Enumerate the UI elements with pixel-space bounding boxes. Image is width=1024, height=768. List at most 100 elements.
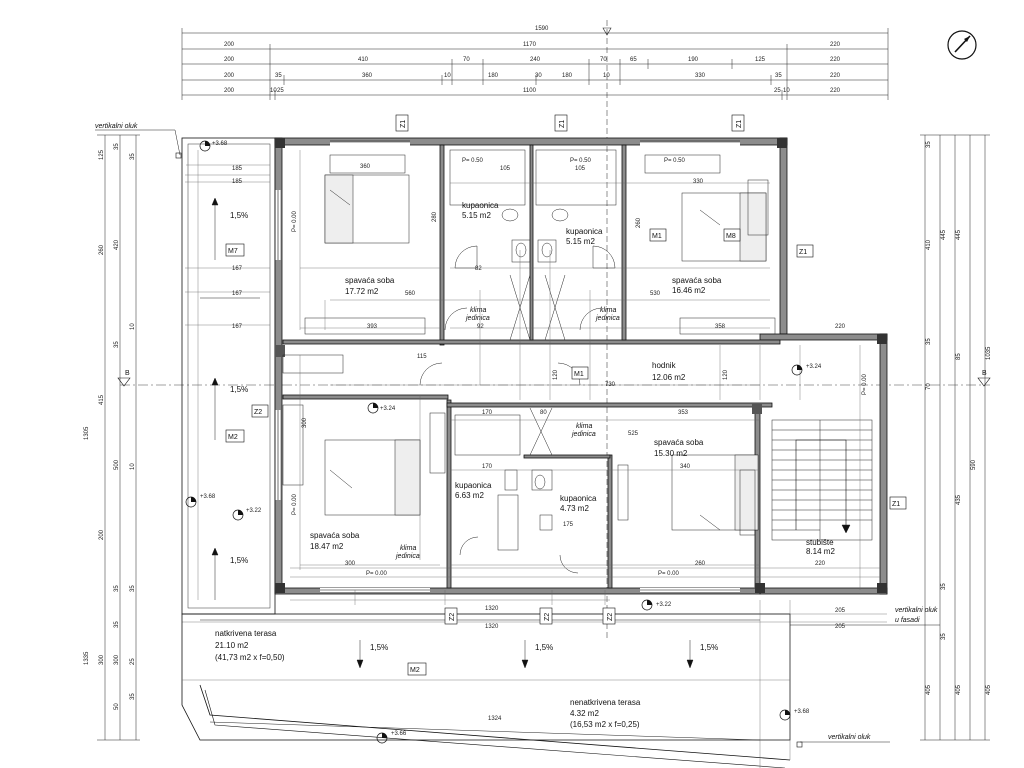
furniture-wardrobes — [282, 154, 776, 536]
gutter-note: vertikalni oluk — [828, 734, 871, 741]
dim-label: 82 — [475, 266, 482, 272]
room-name: spavaća soba — [310, 531, 360, 540]
dim-label: 10 — [130, 323, 136, 330]
dim-label: 220 — [830, 42, 841, 48]
p-label: P= 0.00 — [366, 571, 388, 577]
dim-label: 25 — [277, 88, 284, 94]
dim-label: 525 — [628, 431, 639, 437]
room-name: spavaća soba — [345, 276, 395, 285]
room-area: 15.30 m2 — [654, 449, 688, 458]
dim-label: 35 — [926, 141, 932, 148]
dim-label: 92 — [477, 324, 484, 330]
dim-label: 330 — [695, 73, 706, 79]
p-label: P= 0.50 — [462, 158, 484, 164]
dim-label: 260 — [636, 217, 642, 228]
element-tags: Z1 Z1 Z1 Z1 Z1 Z2 Z2 Z2 Z2 M1 M1 M2 M2 M… — [225, 114, 907, 676]
dim-label: 393 — [367, 324, 378, 330]
dim-label: 35 — [114, 341, 120, 348]
dim-label: 167 — [232, 266, 243, 272]
dim-label: 730 — [605, 382, 616, 388]
dim-label: 25 — [774, 88, 781, 94]
dim-label: 35 — [114, 585, 120, 592]
level-label: +3.66 — [391, 731, 407, 737]
slope-label: 1,5% — [230, 556, 248, 565]
dim-label: 205 — [835, 624, 846, 630]
dim-label: 35 — [775, 73, 782, 79]
dim-label: 200 — [224, 42, 235, 48]
dim-label: 300 — [302, 417, 308, 428]
p-label: P= 0.00 — [292, 493, 298, 515]
dim-label: 167 — [232, 324, 243, 330]
dim-label: 10 — [444, 73, 451, 79]
dim-label: 220 — [830, 88, 841, 94]
room-name: spavaća soba — [654, 438, 704, 447]
room-area: 12.06 m2 — [652, 373, 686, 382]
dim-label: 445 — [941, 229, 947, 240]
dim-label: 125 — [755, 57, 766, 63]
room-name: hodnik — [652, 361, 677, 370]
tag-label: M8 — [726, 233, 736, 240]
slope-arrows — [200, 197, 761, 741]
dim-label: 1590 — [535, 26, 549, 32]
dim-label: 35 — [130, 693, 136, 700]
ac-note: klima — [400, 545, 416, 552]
dim-label: 125 — [99, 149, 105, 160]
tag-label: Z1 — [559, 120, 566, 128]
dim-label: 70 — [600, 57, 607, 63]
tag-label: M1 — [574, 371, 584, 378]
tag-label: Z1 — [892, 501, 900, 508]
dim-label: 420 — [114, 239, 120, 250]
inner-dimension-labels: 185 185 167 167 167 360 560 393 530 358 … — [232, 164, 846, 722]
ac-note: jedinica — [571, 431, 596, 438]
level-label: +3.22 — [246, 508, 262, 514]
section-marker-b-right: B — [977, 370, 991, 387]
dim-label: 200 — [224, 88, 235, 94]
room-name: kupaonica — [560, 494, 597, 503]
slope-labels: 1,5% 1,5% 1,5% 1,5% 1,5% 1,5% — [230, 211, 718, 652]
gutter-note: vertikalni oluk — [895, 607, 938, 614]
dim-label: 1035 — [986, 346, 992, 360]
tag-label: Z2 — [607, 613, 614, 621]
dim-label: 170 — [482, 464, 493, 470]
tag-label: M1 — [652, 233, 662, 240]
door-swings — [419, 245, 616, 574]
dim-label: 330 — [693, 179, 704, 185]
room-area: 4.32 m2 — [570, 709, 599, 718]
p-label: P= 0.00 — [862, 373, 868, 395]
ac-note: klima — [600, 307, 616, 314]
dim-label: 1170 — [523, 42, 537, 48]
dim-label: 300 — [345, 561, 356, 567]
dim-label: 65 — [630, 57, 637, 63]
level-label: +3.22 — [656, 602, 672, 608]
parapet-marks: P= 0.50 P= 0.50 P= 0.50 P= 0.00 P= 0.00 … — [292, 158, 868, 577]
dim-label: 360 — [360, 164, 371, 170]
dim-label: 435 — [956, 494, 962, 505]
dim-label: 260 — [695, 561, 706, 567]
slope-label: 1,5% — [700, 643, 718, 652]
dim-label: 1320 — [485, 624, 499, 630]
dim-label: 35 — [941, 633, 947, 640]
staircase — [771, 419, 873, 541]
level-label: +3.68 — [212, 141, 228, 147]
dim-label: 220 — [835, 324, 846, 330]
slope-label: 1,5% — [230, 211, 248, 220]
annotations: vertikalni oluk vertikalni oluk u fasadi… — [95, 123, 940, 748]
tag-label: M2 — [228, 434, 238, 441]
room-area: 6.63 m2 — [455, 491, 484, 500]
dim-label: 175 — [563, 522, 574, 528]
dim-label: 300 — [99, 654, 105, 665]
dim-label: 180 — [488, 73, 499, 79]
dim-label: 445 — [956, 229, 962, 240]
room-name: spavaća soba — [672, 276, 722, 285]
dim-label: 410 — [358, 57, 369, 63]
room-area: 18.47 m2 — [310, 542, 344, 551]
room-area: 5.15 m2 — [566, 237, 595, 246]
dim-label: 25 — [130, 658, 136, 665]
tag-label: Z1 — [736, 120, 743, 128]
dim-label: 10 — [603, 73, 610, 79]
dim-label: 1324 — [488, 716, 502, 722]
p-label: P= 0.00 — [658, 571, 680, 577]
room-name: natkrivena terasa — [215, 629, 277, 638]
dim-label: 70 — [463, 57, 470, 63]
level-label: +3.68 — [200, 494, 216, 500]
